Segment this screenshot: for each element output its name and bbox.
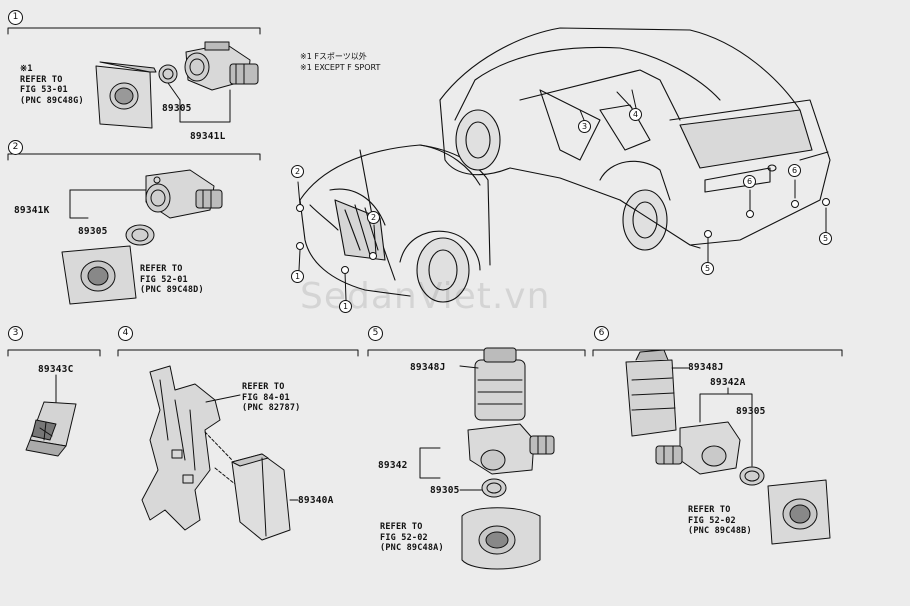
- front-marker-1-bottom: 1: [339, 300, 352, 313]
- section-2-badge: 2: [8, 140, 23, 155]
- section-brackets: [7, 27, 843, 357]
- note-line-2: ※1 EXCEPT F SPORT: [300, 63, 381, 72]
- section-5-part-89348j: 89348J: [410, 362, 446, 373]
- section6-parts: [625, 349, 831, 545]
- section-3-part-89343c: 89343C: [38, 364, 74, 375]
- note-line-1: ※1 Fスポーツ以外: [300, 52, 367, 61]
- section-6-refer: REFER TO FIG 52-02 (PNC 89C48B): [688, 505, 752, 536]
- section-5-part-89305: 89305: [430, 485, 460, 496]
- rear-marker-6-right: 6: [788, 164, 801, 177]
- rear-car-outline: [439, 27, 831, 251]
- section4-bracket: [141, 365, 299, 541]
- watermark: SedanViet.vn: [300, 276, 551, 317]
- section-1-refer: ※1 REFER TO FIG 53-01 (PNC 89C48G): [20, 64, 84, 106]
- section-5-refer: REFER TO FIG 52-02 (PNC 89C48A): [380, 522, 444, 553]
- section2-sensor: [61, 169, 223, 305]
- section-6-part-89348j: 89348J: [688, 362, 724, 373]
- section-6-part-89342a: 89342A: [710, 377, 746, 388]
- section-1-part-89341l: 89341L: [190, 131, 226, 142]
- rear-marker-3: 3: [578, 120, 591, 133]
- section-6-badge: 6: [594, 326, 609, 341]
- section-6-part-89305: 89305: [736, 406, 766, 417]
- rear-marker-5-right: 5: [819, 232, 832, 245]
- sensor-dots: [296, 198, 830, 274]
- section-2-part-89305: 89305: [78, 226, 108, 237]
- front-marker-2-upper: 2: [291, 165, 304, 178]
- rear-marker-6-left: 6: [743, 175, 756, 188]
- front-marker-2-right: 2: [367, 211, 380, 224]
- section-2-refer: REFER TO FIG 52-01 (PNC 89C48D): [140, 264, 204, 295]
- section-1-part-89305: 89305: [162, 103, 192, 114]
- section1-bezel: [95, 61, 157, 129]
- section-4-part-89340a: 89340A: [298, 495, 334, 506]
- section5-parts: [419, 347, 555, 570]
- rear-marker-4: 4: [629, 108, 642, 121]
- section-5-part-89342: 89342: [378, 460, 408, 471]
- section-3-badge: 3: [8, 326, 23, 341]
- section-1-badge: 1: [8, 10, 23, 25]
- section-5-badge: 5: [368, 326, 383, 341]
- section3-part: [25, 374, 77, 457]
- rear-marker-5-left: 5: [701, 262, 714, 275]
- section-4-badge: 4: [118, 326, 133, 341]
- leader-lines: [297, 89, 827, 301]
- section-4-refer: REFER TO FIG 84-01 (PNC 82787): [242, 382, 301, 413]
- front-marker-1-left: 1: [291, 270, 304, 283]
- section1-sensor: [158, 41, 259, 123]
- section-2-part-89341k: 89341K: [14, 205, 50, 216]
